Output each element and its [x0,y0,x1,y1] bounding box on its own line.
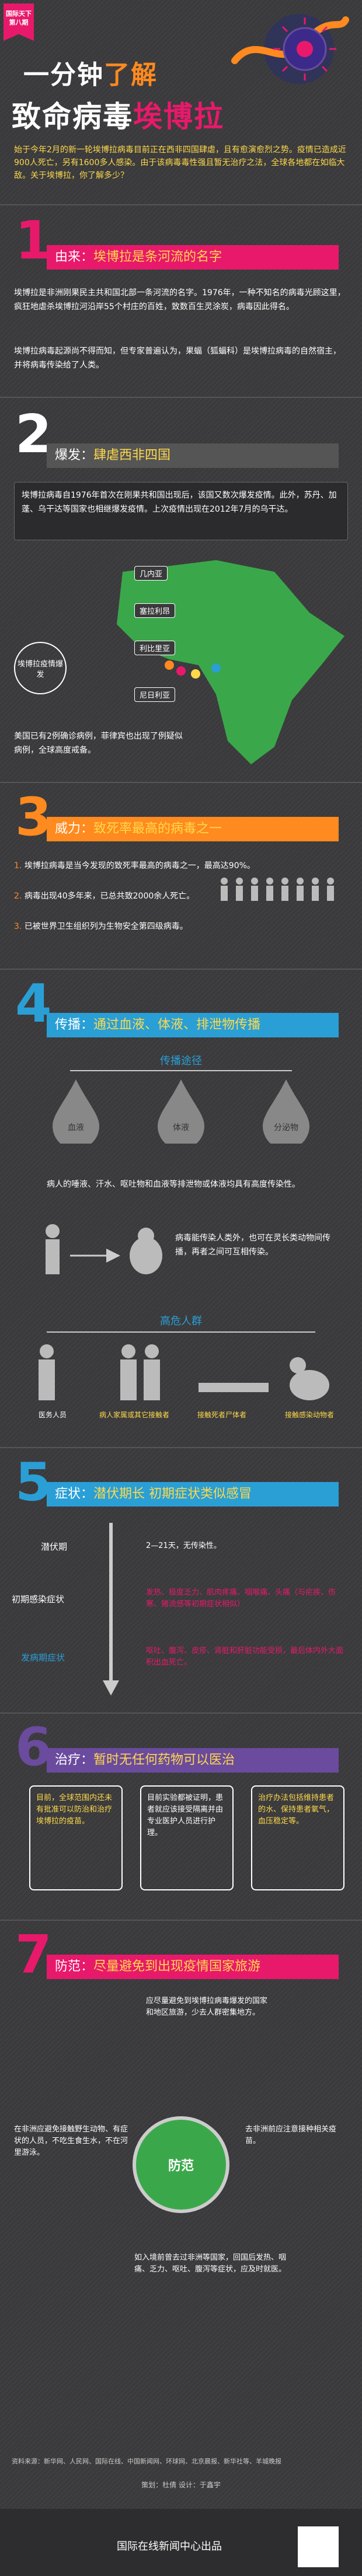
route-fluid-label: 体液 [173,1123,189,1133]
footer-credits: 策划：杜倩 设计：于鑫宇 [141,2481,221,2489]
symptom-timeline [103,1523,119,1696]
section-4-para-2: 病毒能传染人类外，也可在灵长类动物间传播，再者之间可互相传染。 [175,1233,330,1257]
section-2-header: 爆发：肆虐西非四国 [47,443,339,468]
issue-ribbon: 国际天下 第八期 [4,4,34,41]
prevention-circle [133,2116,229,2213]
qr-code [298,2526,339,2567]
divider [0,204,362,205]
risk-group-corpse: 接触死者尸体者 [197,1411,246,1419]
blood-drop-icon [53,1079,99,1144]
section-2-box-text: 埃博拉病毒自1976年首次在刚果共和国出现后，该国又数次爆发疫情。此外，苏丹、加… [22,491,337,514]
risk-group-icons [39,1344,329,1400]
section-6-header: 治疗：暂时无任何药物可以医治 [47,1748,339,1773]
divider [0,782,362,783]
divider [0,1920,362,1921]
stage-incubation-text: 2—21天，无传染性。 [146,1542,221,1550]
treatment-box-1: 目前，全球范围内还未有批准可以防治和治疗埃博拉的疫苗。 [29,1785,123,1890]
title-line-2: 致命病毒埃博拉 [12,100,224,134]
risk-group-medical: 医务人员 [38,1411,67,1419]
divider [0,1447,362,1448]
section-number-7: 7 [15,1924,52,1986]
stage-onset: 发病期症状 [21,1652,65,1663]
prevention-tip-1: 应尽量避免到埃博拉病毒爆发的国家和地区旅游，少去人群密集地方。 [146,1997,268,2017]
intro-text: 始于今年2月的新一轮埃博拉病毒目前正在西非四国肆虐，且有愈演愈烈之势。疫情已造成… [14,145,346,180]
section-1-para-2: 埃博拉病毒起源尚不得而知，但专家普遍认为，果蝠（狐蝠科）是埃博拉病毒的自然宿主，… [14,347,341,370]
section-2-box: 埃博拉病毒自1976年首次在刚果共和国出现后，该国又数次爆发疫情。此外，苏丹、加… [14,482,348,540]
divider [0,397,362,398]
section-3-item-3: 3. 已被世界卫生组织列为生物安全第四级病毒。 [14,922,188,931]
footer-org: 国际在线新闻中心出品 [117,2540,222,2553]
section-5-header: 症状：潜伏期长 初期症状类似感冒 [47,1482,339,1507]
risk-group-animals: 接触感染动物者 [284,1411,334,1419]
human-monkey-illustration [46,1224,162,1274]
prevention-center-label: 防范 [168,2159,194,2173]
outbreak-legend: 埃博拉疫情爆发 [14,642,67,694]
route-secretion-label: 分泌物 [274,1123,298,1133]
treatment-box-2: 目前实验都被证明，患者就应该接受隔离并由专业医护人员进行护理。 [140,1785,234,1890]
risk-group-family: 病人家属或其它接触者 [99,1411,170,1419]
section-2-usa-text: 美国已有2例确诊病例，菲律宾也出现了例疑似病例，全球高度戒备。 [14,732,183,755]
routes-title: 传播途径 [160,1055,202,1067]
prevention-tip-4: 如入境前曾去过非洲等国家，回国后发热、咽痛、乏力、呕吐、腹泻等症状，应及时就医。 [134,2253,287,2274]
header: 国际天下 第八期 一分钟了解 致命病毒埃博拉 [0,0,362,140]
people-icons-row [221,878,334,901]
prevention-tip-3: 去非洲前应注意接种相关疫苗。 [245,2125,337,2145]
footer-sources: 资料来源：新华网、人民网、国际在线、中国新闻网、环球网、北京晨报、新华社等、羊城… [12,2458,281,2465]
section-3-item-1: 1. 埃博拉病毒是当今发现的致死率最高的病毒之一，最高达90%。 [14,861,255,871]
section-number-1: 1 [15,210,52,271]
section-1-para-1: 埃博拉是非洲刚果民主共和国北部一条河流的名字。1976年，一种不知名的病毒光顾这… [14,288,346,312]
prevention-tip-2: 在非洲应避免接触野生动物、有症状的人员，不吃生食生水，不在河里游泳。 [14,2125,128,2157]
title-line-1: 一分钟了解 [23,60,158,90]
stage-early-text: 发热、极度乏力、肌肉疼痛、咽喉痛、头痛（与疟疾、伤寒、猪流感等初期症状相似） [146,1588,336,1609]
section-number-2: 2 [15,404,52,465]
risk-line [47,1331,315,1333]
country-tag-liberia: 利比里亚 [134,641,176,655]
section-3-header: 威力：致死率最高的病毒之一 [47,817,339,841]
section-7-header: 防范：尽量避免到出现疫情国家旅游 [47,1955,339,1979]
stage-early: 初期感染症状 [12,1594,65,1605]
divider [0,1712,362,1714]
country-tag-guinea: 几内亚 [134,566,168,581]
section-4-header: 传播：通过血液、体液、排泄物传播 [47,1013,339,1037]
secretion-drop-icon [263,1079,309,1144]
virus-illustration [231,14,349,84]
section-number-5: 5 [15,1452,52,1513]
section-3-item-2: 2. 病毒出现40多年来，已总共致2000余人死亡。 [14,892,195,901]
section-1-header: 由来：埃博拉是条河流的名字 [47,245,339,270]
risk-title: 高危人群 [160,1315,202,1327]
section-number-4: 4 [15,973,52,1034]
routes-line [70,1070,292,1071]
divider [0,969,362,970]
stage-incubation: 潜伏期 [41,1542,68,1552]
bodily-fluid-drop-icon [158,1079,204,1144]
route-blood-label: 血液 [68,1123,84,1133]
country-tag-sierra-leone: 塞拉利昂 [134,603,176,618]
section-4-para-1: 病人的唾液、汗水、呕吐物和血液等排泄物或体液均具有高度传染性。 [47,1180,300,1189]
country-tag-nigeria: 尼日利亚 [134,687,176,702]
section-number-6: 6 [15,1717,52,1778]
treatment-box-3: 治疗办法包括维持患者的水、保持患者氧气，血压稳定等。 [251,1785,344,1890]
section-number-3: 3 [15,787,52,848]
stage-onset-text: 呕吐、腹泻、皮疹、肾脏和肝脏功能受损，最后体内外大面积出血死亡。 [146,1647,344,1667]
